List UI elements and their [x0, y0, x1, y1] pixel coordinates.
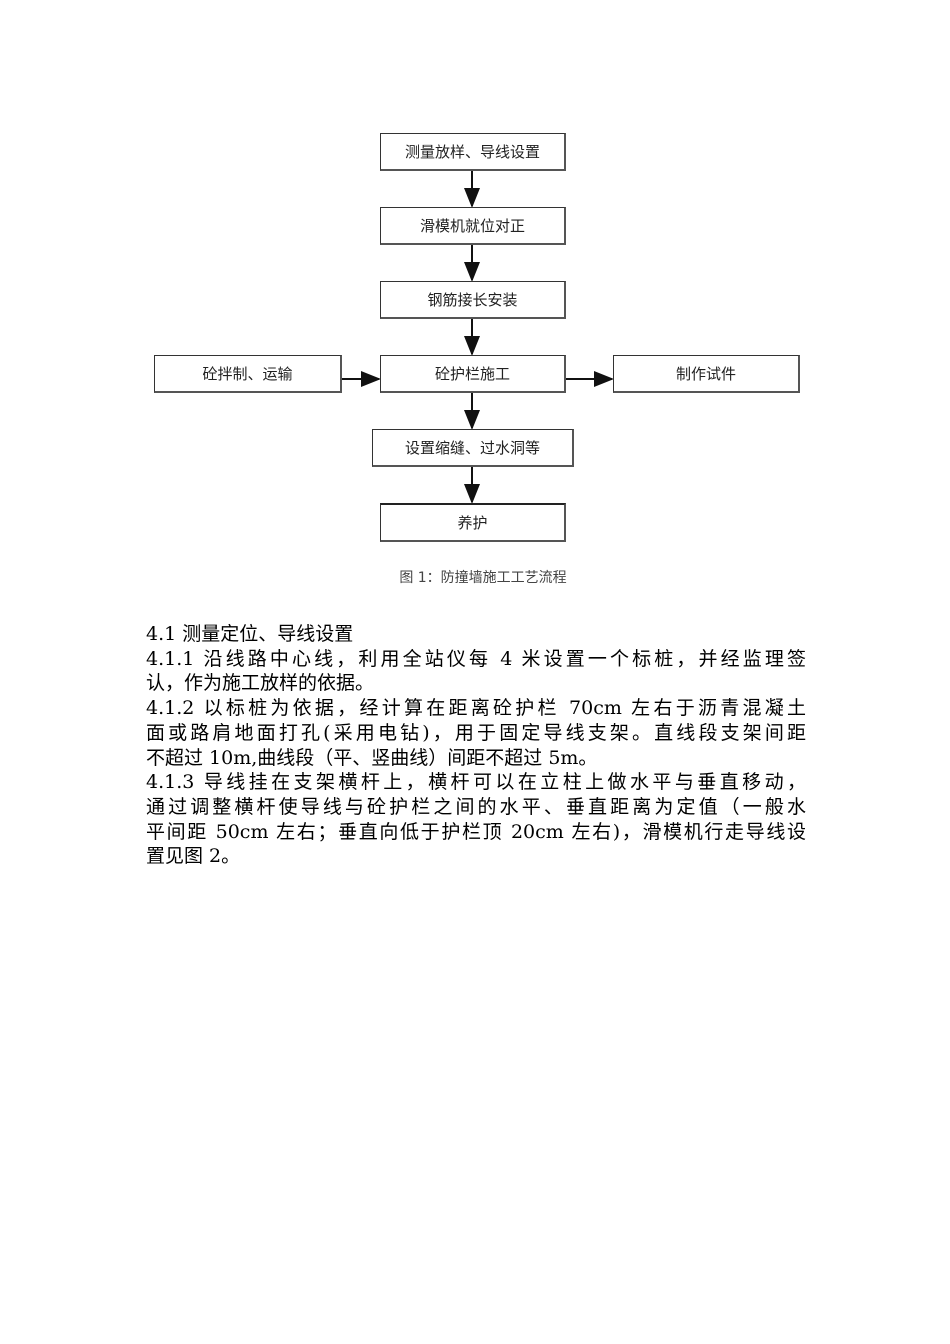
- flow-step-position-machine: 滑模机就位对正: [380, 207, 566, 245]
- flow-step-construction: 砼护栏施工: [380, 355, 566, 393]
- paragraph-line: 不超过 10m,曲线段（平、竖曲线）间距不超过 5m。: [146, 746, 598, 769]
- flowchart-arrows: [340, 171, 614, 504]
- flow-step-joints: 设置缩缝、过水洞等: [372, 429, 574, 467]
- section-heading: 4.1 测量定位、导线设置: [146, 623, 354, 645]
- flow-step-rebar: 钢筋接长安装: [380, 281, 566, 319]
- flow-output-specimens: 制作试件: [613, 355, 800, 393]
- paragraph-line: 面或路肩地面打孔(采用电钻)，用于固定导线支架。直线段支架间距: [146, 721, 806, 744]
- paragraph-line: 4.1.2 以标桩为依据，经计算在距离砼护栏 70cm 左右于沥青混凝土: [146, 697, 806, 720]
- paragraph-line: 认，作为施工放样的依据。: [146, 672, 375, 695]
- flow-step-curing: 养护: [380, 503, 566, 542]
- paragraph-line: 通过调整横杆使导线与砼护栏之间的水平、垂直距离为定值（一般水: [146, 795, 806, 818]
- paragraph-line: 置见图 2。: [146, 845, 241, 868]
- flow-input-concrete: 砼拌制、运输: [154, 355, 342, 393]
- paragraph-line: 4.1.1 沿线路中心线，利用全站仪每 4 米设置一个标桩，并经监理签: [146, 647, 806, 670]
- flow-step-survey: 测量放样、导线设置: [380, 133, 566, 171]
- paragraph-line: 平间距 50cm 左右；垂直向低于护栏顶 20cm 左右)，滑模机行走导线设: [146, 820, 806, 843]
- body-text: 4.1 测量定位、导线设置 4.1.1 沿线路中心线，利用全站仪每 4 米设置一…: [146, 622, 806, 869]
- paragraph-line: 4.1.3 导线挂在支架横杆上，横杆可以在立柱上做水平与垂直移动，: [146, 771, 806, 794]
- figure-caption: 图 1：防撞墙施工工艺流程: [399, 570, 567, 586]
